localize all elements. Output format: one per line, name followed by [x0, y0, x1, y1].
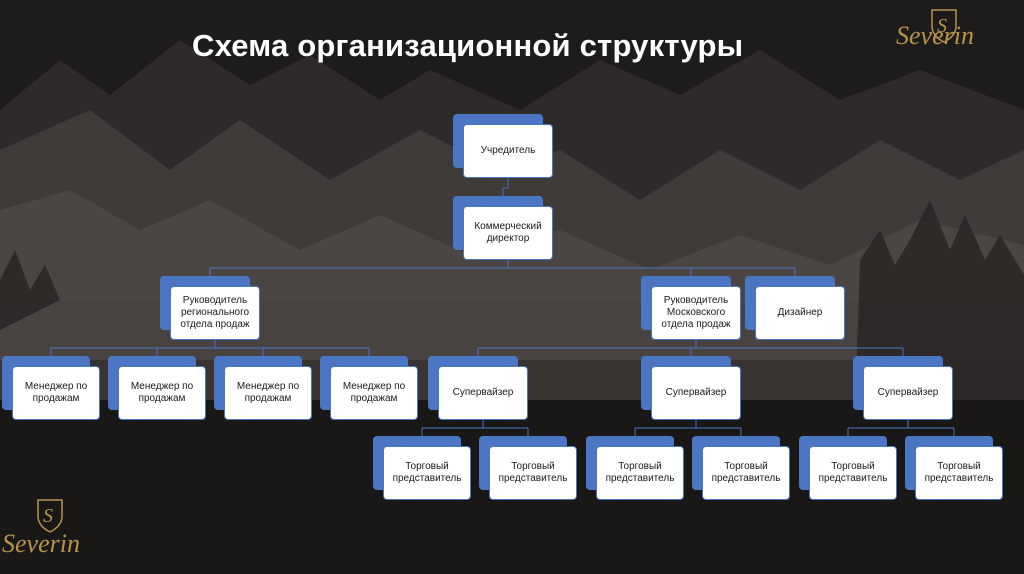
node-label: Учредитель — [463, 124, 553, 178]
org-node-designer: Дизайнер — [745, 276, 845, 340]
svg-text:Severin: Severin — [896, 21, 974, 50]
node-label: Руководитель регионального отдела продаж — [170, 286, 260, 340]
node-label: Торговый представитель — [702, 446, 790, 500]
org-node-moscow-head: Руководитель Московского отдела продаж — [641, 276, 741, 340]
org-node-commercial: Коммерческий директор — [453, 196, 553, 260]
node-label: Дизайнер — [755, 286, 845, 340]
node-label: Менеджер по продажам — [224, 366, 312, 420]
org-node-rep3: Торговый представитель — [586, 436, 684, 500]
node-label: Торговый представитель — [383, 446, 471, 500]
node-label: Торговый представитель — [489, 446, 577, 500]
node-label: Менеджер по продажам — [330, 366, 418, 420]
node-label: Торговый представитель — [596, 446, 684, 500]
node-label: Коммерческий директор — [463, 206, 553, 260]
page-title: Схема организационной структуры — [192, 28, 744, 63]
node-label: Супервайзер — [438, 366, 528, 420]
org-node-sup2: Супервайзер — [641, 356, 741, 420]
node-label: Торговый представитель — [915, 446, 1003, 500]
svg-text:Severin: Severin — [2, 529, 80, 558]
svg-text:S: S — [43, 505, 53, 527]
org-node-regional-head: Руководитель регионального отдела продаж — [160, 276, 260, 340]
org-node-mgr3: Менеджер по продажам — [214, 356, 312, 420]
org-node-sup3: Супервайзер — [853, 356, 953, 420]
node-label: Менеджер по продажам — [118, 366, 206, 420]
org-node-rep1: Торговый представитель — [373, 436, 471, 500]
node-label: Менеджер по продажам — [12, 366, 100, 420]
node-label: Руководитель Московского отдела продаж — [651, 286, 741, 340]
org-node-mgr2: Менеджер по продажам — [108, 356, 206, 420]
org-node-rep4: Торговый представитель — [692, 436, 790, 500]
node-label: Супервайзер — [863, 366, 953, 420]
severin-logo-top-right: S Severin — [892, 4, 1004, 52]
node-label: Торговый представитель — [809, 446, 897, 500]
org-node-rep6: Торговый представитель — [905, 436, 1003, 500]
node-label: Супервайзер — [651, 366, 741, 420]
org-node-mgr1: Менеджер по продажам — [2, 356, 100, 420]
org-node-rep5: Торговый представитель — [799, 436, 897, 500]
svg-text:S: S — [937, 15, 947, 37]
org-node-mgr4: Менеджер по продажам — [320, 356, 418, 420]
org-node-rep2: Торговый представитель — [479, 436, 577, 500]
org-node-sup1: Супервайзер — [428, 356, 528, 420]
severin-logo-bottom-left: S Severin — [2, 496, 106, 560]
org-node-founder: Учредитель — [453, 114, 553, 178]
